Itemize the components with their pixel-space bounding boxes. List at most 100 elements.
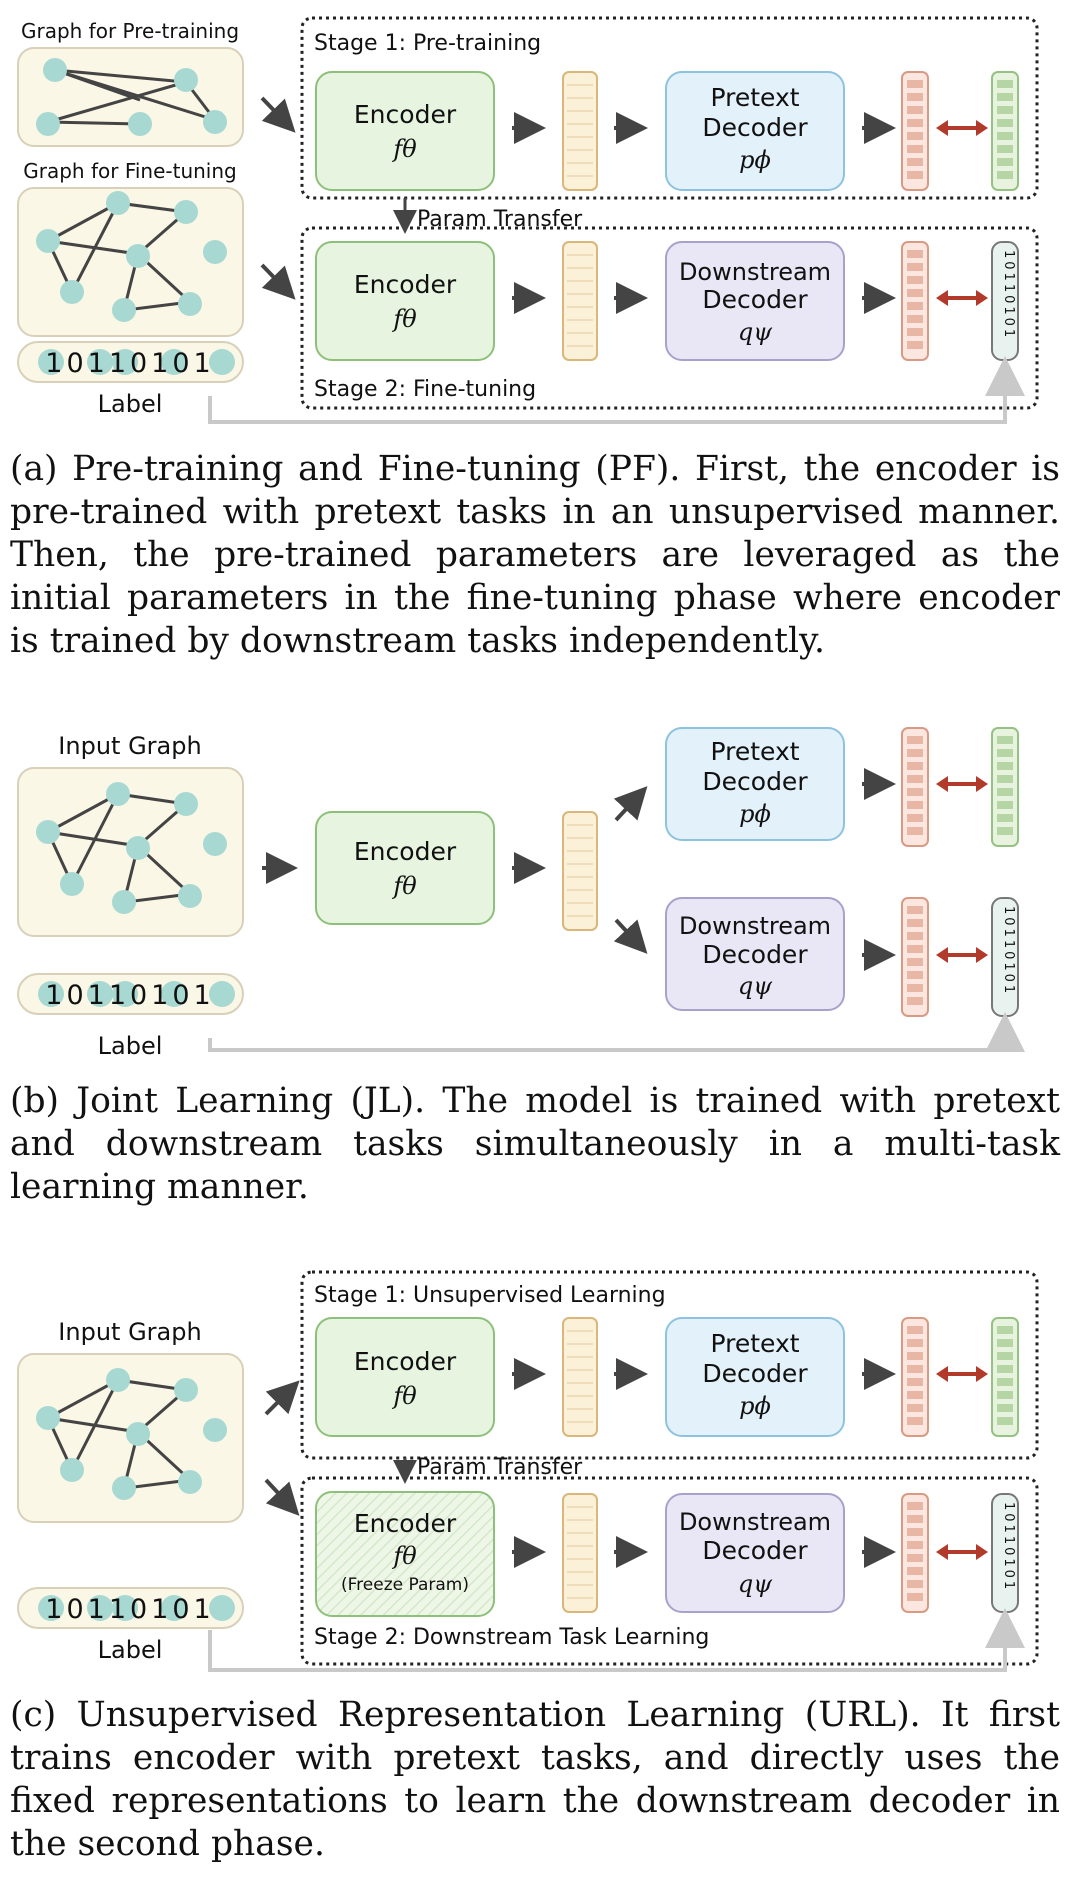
graph-node [43,58,67,82]
svg-text:qψ: qψ [738,972,773,1000]
pretext-decoder-box [665,71,845,191]
stage-2-box [300,1476,1039,1666]
graph-node [106,782,130,806]
svg-text:Downstream: Downstream [679,258,831,286]
graph-finetuning [17,187,244,337]
svg-text:pϕ: pϕ [739,800,771,828]
stage-1-label: Stage 1: Unsupervised Learning [314,1283,666,1308]
encoder-box [315,241,495,361]
caption-a: (a) Pre-training and Fine-tuning (PF). F… [10,449,1060,661]
svg-text:fθ: fθ [391,305,417,333]
input-graph [17,767,244,937]
graph-node [36,1406,60,1430]
prediction-vector [901,241,929,361]
param-transfer-label: Param Transfer [417,1455,583,1480]
stage-2-label: Stage 2: Downstream Task Learning [314,1625,709,1650]
graph-node [106,191,130,215]
svg-text:10110101: 10110101 [45,1594,214,1625]
embedding-vector [562,241,598,361]
stage-1-box [300,16,1039,200]
double-arrow-icon [936,776,988,792]
graph-node [203,240,227,264]
encoder-box [315,1317,495,1437]
svg-text:fθ: fθ [391,135,417,163]
graph-node [126,836,150,860]
graph-pretraining-title: Graph for Pre-training [21,19,239,43]
graph-node [174,792,198,816]
svg-text:10110101: 10110101 [1001,906,1016,996]
svg-text:Encoder: Encoder [354,837,457,866]
graph-node [128,112,152,136]
embedding-vector [562,1317,598,1437]
pretext-decoder-box [665,1317,845,1437]
target-vector [991,727,1019,847]
label-bits: 10110101 [17,973,244,1015]
param-transfer-label: Param Transfer [417,207,583,232]
svg-text:Decoder: Decoder [702,113,808,142]
target-vector [991,1317,1019,1437]
encoder-box [315,811,495,925]
graph-node [174,200,198,224]
graph-node [203,832,227,856]
svg-text:qψ: qψ [738,1570,773,1598]
panel-a-diagram: Graph for Pre-training Graph for Fine-tu… [17,16,1039,424]
svg-text:Encoder: Encoder [354,270,457,299]
downstream-decoder-box [665,241,845,361]
prediction-vector [901,897,929,1017]
graph-node [60,872,84,896]
graph-node [178,1470,202,1494]
graph-node [106,1368,130,1392]
svg-text:Encoder: Encoder [354,1509,457,1538]
svg-text:10110101: 10110101 [45,348,214,379]
label-vector: 10110101 [991,897,1019,1017]
caption-c: (c) Unsupervised Representation Learning… [10,1695,1060,1864]
graph-node [174,1378,198,1402]
svg-text:Downstream: Downstream [679,1508,831,1536]
svg-text:10110101: 10110101 [1001,1502,1016,1592]
label-bits: 10110101 [17,1587,244,1629]
svg-text:(Freeze Param): (Freeze Param) [341,1575,469,1595]
embedding-vector [562,811,598,931]
graph-finetuning-title: Graph for Fine-tuning [23,159,237,183]
panel-b-diagram: Input Graph 10110101 Label [17,727,1025,1060]
label-vector: 10110101 [991,1493,1019,1613]
stage-1-label: Stage 1: Pre-training [314,31,541,56]
graph-node [36,229,60,253]
graph-node [112,890,136,914]
embedding-vector [562,1493,598,1613]
prediction-vector [901,1493,929,1613]
svg-text:fθ: fθ [391,1542,417,1570]
label-feedback-line [208,1012,1025,1052]
graph-node [36,820,60,844]
graph-node [126,244,150,268]
downstream-decoder-box [665,897,845,1011]
svg-text:fθ: fθ [391,1382,417,1410]
graph-pretraining [17,47,244,147]
svg-text:Decoder: Decoder [702,285,808,314]
graph-node [126,1422,150,1446]
downstream-decoder-box [665,1493,845,1613]
svg-text:fθ: fθ [391,872,417,900]
graph-node [112,1476,136,1500]
caption-b: (b) Joint Learning (JL). The model is tr… [10,1081,1060,1207]
svg-text:pϕ: pϕ [739,146,771,174]
graph-node [60,1458,84,1482]
prediction-vector [901,727,929,847]
stage-2-box [300,226,1039,410]
label-text: Label [98,1032,163,1060]
svg-text:Pretext: Pretext [710,83,799,112]
target-vector [991,71,1019,191]
svg-text:Pretext: Pretext [710,1329,799,1358]
double-arrow-icon [936,120,988,136]
svg-text:Decoder: Decoder [702,1536,808,1565]
input-graph-title: Input Graph [58,1318,201,1346]
graph-node [174,68,198,92]
svg-text:Downstream: Downstream [679,912,831,940]
panel-c-diagram: Input Graph 10110101 Label [17,1270,1039,1672]
frozen-encoder-box [315,1491,495,1617]
svg-text:Encoder: Encoder [354,1347,457,1376]
graph-node [178,884,202,908]
double-arrow-icon [936,290,988,306]
svg-text:qψ: qψ [738,318,773,346]
pretext-decoder-box [665,727,845,841]
